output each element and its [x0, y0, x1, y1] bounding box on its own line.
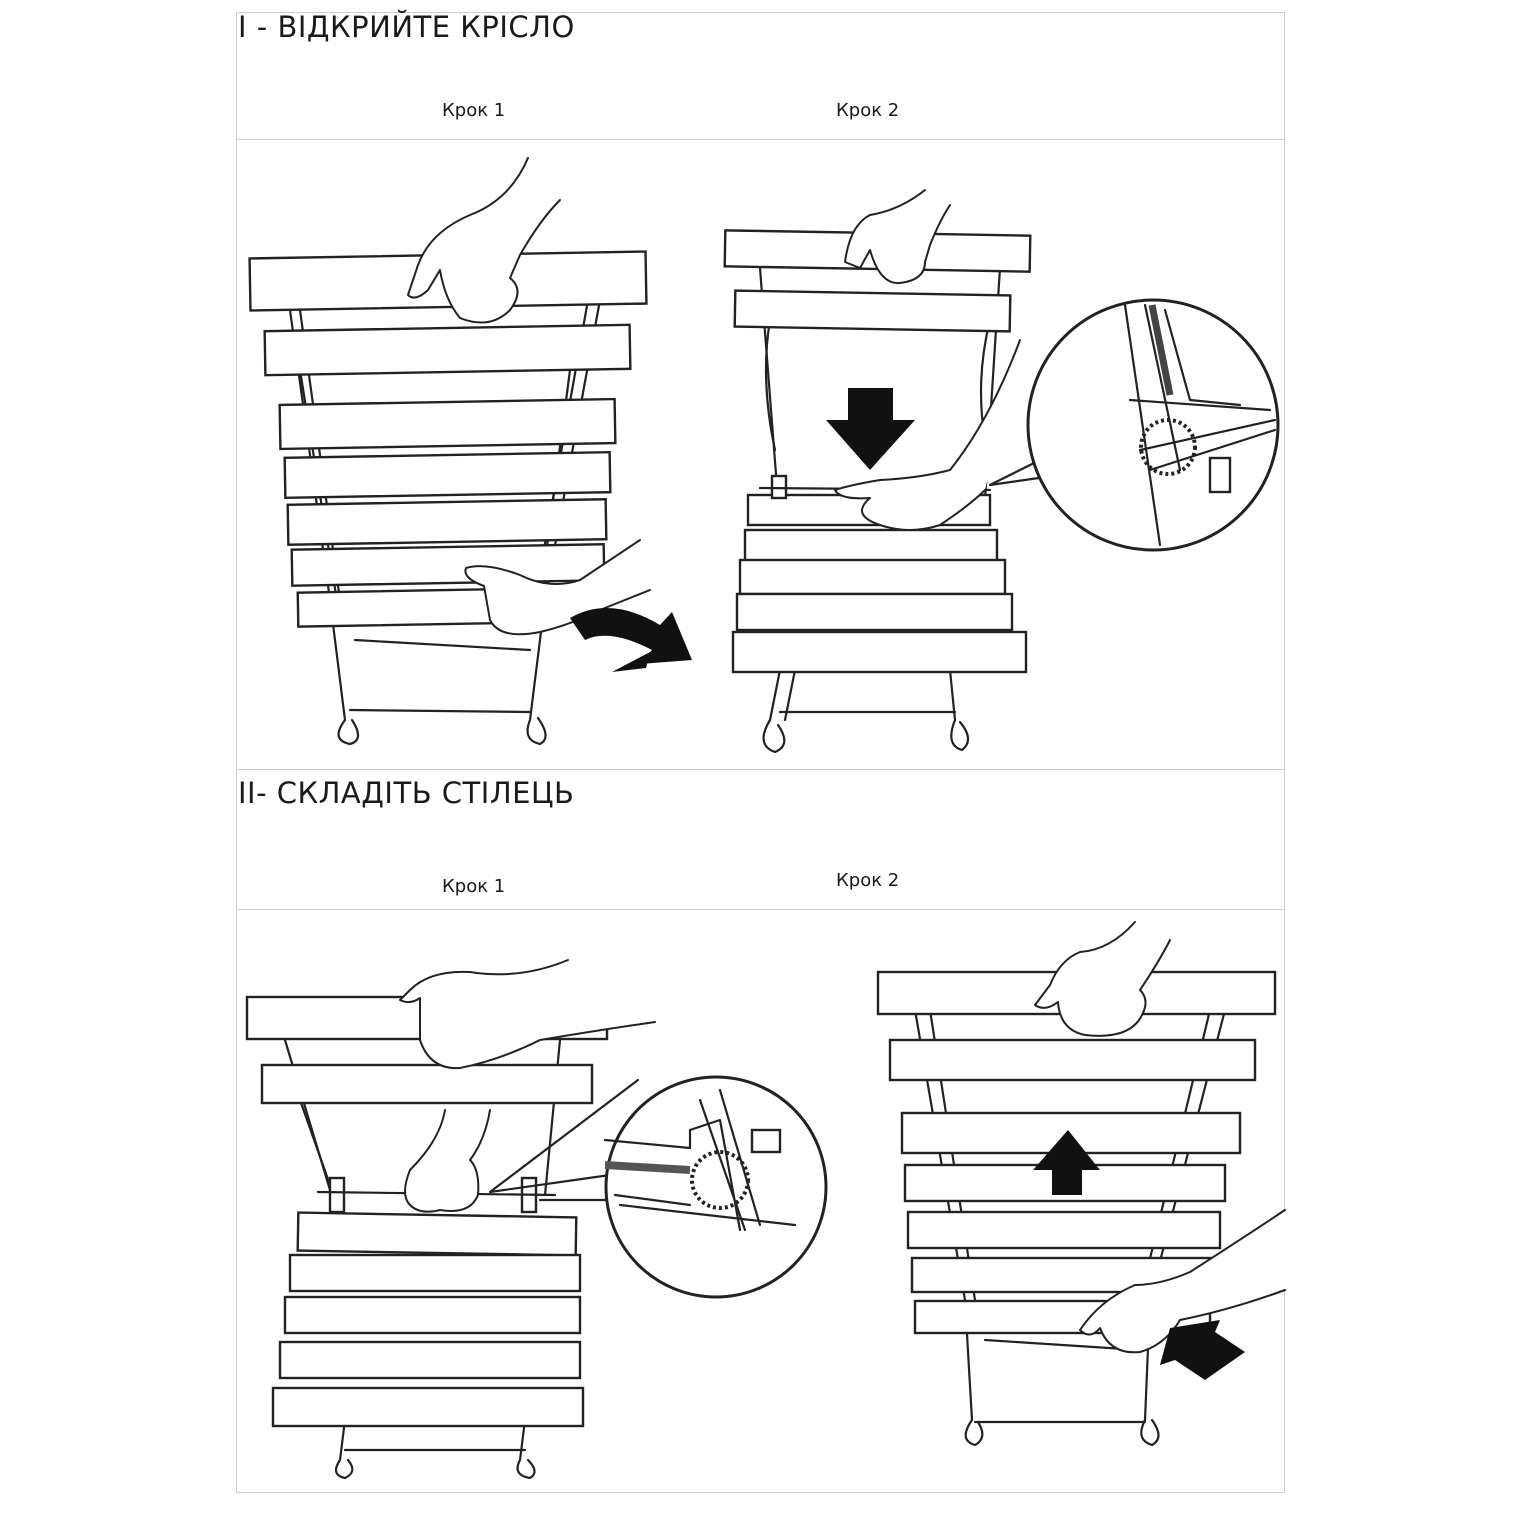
down-arrow-icon [826, 388, 915, 470]
chair-slat [733, 289, 1012, 333]
chair-slat [286, 498, 608, 546]
hand-icon [834, 339, 1021, 531]
chair-slat [288, 1253, 582, 1293]
section2-step2-label: Крок 2 [836, 870, 900, 891]
chair-slat [731, 630, 1028, 674]
section1-step1-label: Крок 1 [442, 100, 506, 121]
instruction-frame [236, 12, 1285, 1493]
detail-highlight [690, 1150, 750, 1210]
hand-icon [844, 189, 951, 285]
hand-icon [464, 539, 651, 636]
section2-header-divider [236, 909, 1285, 910]
chair-slat [735, 592, 1014, 632]
hand-icon [404, 1109, 491, 1213]
chair-open-step2-illustration [723, 189, 1280, 754]
chair-slat [738, 558, 1007, 596]
chair-slat [296, 1211, 578, 1257]
hand-icon [1079, 1209, 1286, 1354]
section-divider [236, 769, 1285, 770]
chair-hinge [328, 1176, 346, 1214]
section1-header-divider [236, 139, 1285, 140]
chair-slat [271, 1386, 585, 1428]
chair-open-step1-illustration [248, 157, 692, 746]
hand-icon [1034, 921, 1171, 1037]
hand-icon [399, 959, 656, 1070]
chair-slat [290, 543, 606, 587]
chair-slat [263, 323, 632, 377]
section2-title: II- СКЛАДІТЬ СТІЛЕЦЬ [238, 776, 575, 810]
section2-step1-label: Крок 1 [442, 876, 506, 897]
curved-right-arrow-icon [570, 608, 692, 672]
chair-slat [278, 1340, 582, 1380]
chair-fold-step2-illustration [876, 921, 1286, 1447]
magnifier-callout-icon [604, 1075, 828, 1299]
section1-step2-label: Крок 2 [836, 100, 900, 121]
section1-title: I - ВІДКРИЙТЕ КРІСЛО [238, 10, 575, 44]
chair-slat [888, 1038, 1257, 1082]
hand-icon [407, 157, 561, 324]
chair-slat [278, 397, 617, 451]
chair-slat [283, 1295, 582, 1335]
left-arrow-icon [1160, 1320, 1245, 1380]
chair-slat [743, 528, 999, 564]
chair-slat [283, 450, 612, 500]
up-arrow-icon [1033, 1130, 1100, 1195]
chair-slat [260, 1063, 594, 1105]
chair-fold-step1-illustration [245, 959, 828, 1480]
chair-slat [906, 1210, 1222, 1250]
detail-highlight [1139, 418, 1197, 476]
